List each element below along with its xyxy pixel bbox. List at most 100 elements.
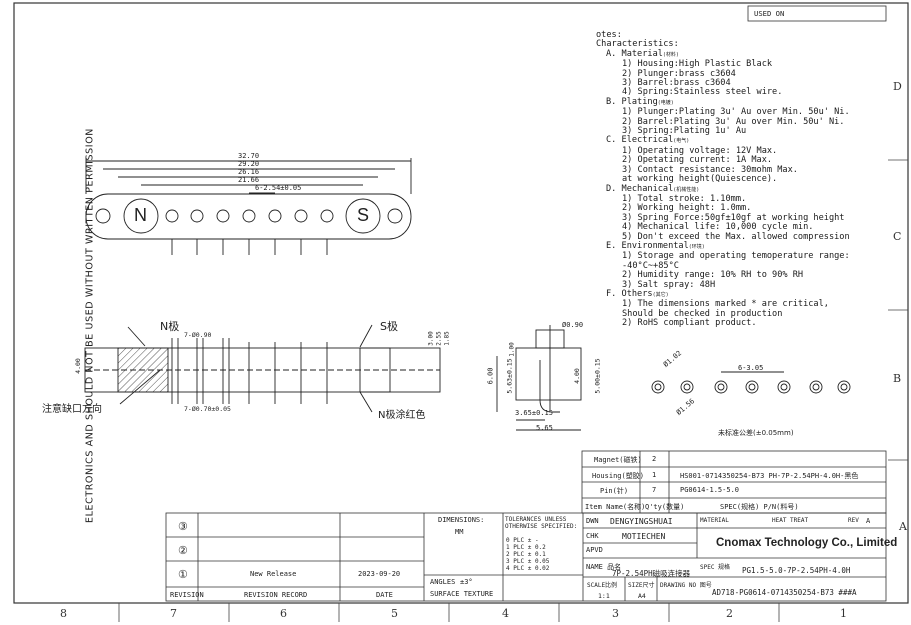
dim-mount: 29.20 (238, 160, 260, 168)
side-notice: ELECTRONICS AND SHOULD NOT BE USED WITHO… (84, 128, 96, 523)
notes-heading: Characteristics: (596, 39, 679, 50)
tol-1: 1 PLC ± 0.2 (506, 544, 546, 551)
note-c3: 3) Contact resistance: 30mohm Max. (622, 164, 798, 175)
dim-a: 3.00 (427, 331, 435, 346)
note-a3: 3) Barrel:brass c3604 (622, 78, 731, 89)
dim-c: 1.85 (443, 331, 451, 346)
bom-header-name: Item Name(名称) (585, 503, 646, 511)
characteristics-notes: otes: Characteristics: A. Material(材料) 1… (596, 30, 850, 329)
drawing-no-label: DRAWING NO 图号 (660, 582, 712, 589)
section-f-label: F. Others (606, 288, 653, 299)
note-d1: 1) Total stroke: 1.10mm. (622, 193, 747, 204)
rev-1-date: 2023-09-20 (358, 570, 401, 578)
note-a4: 4) Spring:Stainless steel wire. (622, 87, 783, 98)
dim-pins: 21.66 (238, 176, 260, 184)
bom-row3-desc: PG0614-1.5-5.0 (680, 486, 740, 494)
notch-callout: 注意缺口方向 (42, 404, 102, 415)
tol-2: 2 PLC ± 0.1 (506, 551, 546, 558)
s-pole-callout: S极 (380, 320, 398, 333)
rev-mark-1: ① (178, 568, 188, 581)
bom-header-qty: Q'ty(数量) (645, 503, 685, 511)
bom-row2-name: Housing(塑胶) (592, 472, 644, 480)
note-b3: 3) Spring:Plating 1u' Au (622, 126, 747, 137)
dim-side-565: 5.65 (536, 424, 553, 432)
note-e4: 3) Salt spray: 48H (622, 279, 716, 290)
section-b-label: B. Plating (606, 96, 658, 107)
material-label: MATERIAL (700, 517, 729, 524)
note-e3: 2) Humidity range: 10% RH to 90% RH (622, 270, 804, 281)
tol-3: 3 PLC ± 0.05 (506, 558, 550, 565)
note-c1: 1) Operating voltage: 12V Max. (622, 145, 778, 156)
note-e2: -40°C~+85°C (622, 260, 679, 271)
tolerances-label: TOLERANCES UNLESS OTHERWISE SPECIFIED: (505, 516, 578, 530)
pcb-view (651, 371, 851, 394)
tol-0: 0 PLC ± - (506, 537, 539, 544)
pole-s-label: S (357, 205, 370, 225)
notes-title: otes: (596, 30, 622, 40)
rev-mark-3: ③ (178, 520, 188, 533)
note-b1: 1) Plunger:Plating 3u' Au over Min. 50u'… (622, 107, 850, 118)
section-c-mark: (电气) (673, 138, 690, 145)
section-d-label: D. Mechanical (606, 183, 674, 194)
bom-row2-qty: 1 (652, 471, 657, 479)
zone-1: 1 (840, 607, 847, 620)
rev-header-record: REVISION RECORD (244, 591, 308, 599)
note-b2: 2) Barrel:Plating 3u' Au over Min. 50u' … (622, 116, 845, 127)
top-view (85, 158, 412, 255)
spec-label: SPEC 规格 (700, 564, 731, 571)
n-pole-callout: N极 (160, 320, 180, 333)
section-e-mark: (环境) (688, 243, 705, 250)
note-f2: Should be checked in production (622, 308, 783, 319)
dim-side-dia: Ø0.90 (562, 321, 584, 329)
pole-n-label: N (134, 205, 147, 225)
zone-8: 8 (60, 607, 67, 620)
zone-6: 6 (280, 607, 287, 620)
mm-label: MM (455, 528, 464, 536)
note-d3: 3) Spring Force:50gf±10gf at working hei… (622, 212, 845, 223)
note-c4: at working height(Quiescence). (622, 174, 778, 185)
section-c-label: C. Electrical (606, 135, 674, 146)
rev-header-rev: REVISION (170, 591, 204, 599)
dim-pin-head: 7-Ø0.90 (184, 331, 212, 339)
zone-2: 2 (726, 607, 733, 620)
chk-value: MOTIECHEN (622, 532, 666, 541)
surface-label: SURFACE TEXTURE (430, 590, 494, 598)
note-d5: 5) Don't exceed the Max. allowed compres… (622, 231, 850, 242)
section-f-mark: (其它) (652, 291, 669, 298)
bom-row3-qty: 7 (652, 486, 657, 494)
drawing-no-value: AD718-PG0614-0714350254-B73 ###A (712, 588, 857, 597)
front-view (84, 324, 441, 413)
note-f3: 2) RoHS compliant product. (622, 318, 757, 329)
dim-side-365: 3.65±0.15 (515, 409, 553, 417)
spec-value: PG1.5-5.0-7P-2.54PH-4.0H (742, 566, 851, 575)
rev-mark-2: ② (178, 544, 188, 557)
size-label: SIZE尺寸 (628, 582, 655, 589)
dim-side-5: 5.00±0.15 (593, 358, 602, 394)
dimensions-label: DIMENSIONS: (438, 516, 485, 524)
dwn-label: DWN (586, 517, 599, 525)
dim-pitch: 6-2.54±0.05 (255, 184, 302, 192)
section-a-label: A. Material (606, 48, 663, 59)
rev-value: A (866, 517, 871, 525)
apvd-label: APVD (586, 546, 603, 554)
note-a2: 2) Plunger:brass c3604 (622, 68, 736, 79)
section-b-mark: (电镀) (657, 99, 674, 106)
heat-treat-label: HEAT TREAT (772, 517, 809, 524)
tol-4: 4 PLC ± 0.02 (506, 565, 550, 572)
dwn-value: DENGYINGSHUAI (610, 517, 673, 526)
bom-header-spec: SPEC(规格) P/N(料号) (720, 503, 799, 511)
scale-label: SCALE比例 (587, 582, 618, 589)
angles-value: ±3° (460, 578, 473, 586)
name-value: 7P-2.54PH磁吸连接器 (612, 569, 691, 578)
zone-a: A (899, 520, 907, 533)
side-view (496, 325, 582, 431)
section-d-mark: (机械性能) (673, 186, 700, 193)
scale-value: 1:1 (598, 592, 610, 600)
rev-header-date: DATE (376, 591, 393, 599)
n-red-callout: N极涂红色 (378, 410, 426, 421)
note-d4: 4) Mechanical life: 10,000 cycle min. (622, 222, 814, 233)
dim-pcb-pitch: 6-3.05 (738, 364, 764, 372)
dim-magnet: 26.16 (238, 168, 260, 176)
dim-side-4: 4.00 (572, 368, 581, 384)
